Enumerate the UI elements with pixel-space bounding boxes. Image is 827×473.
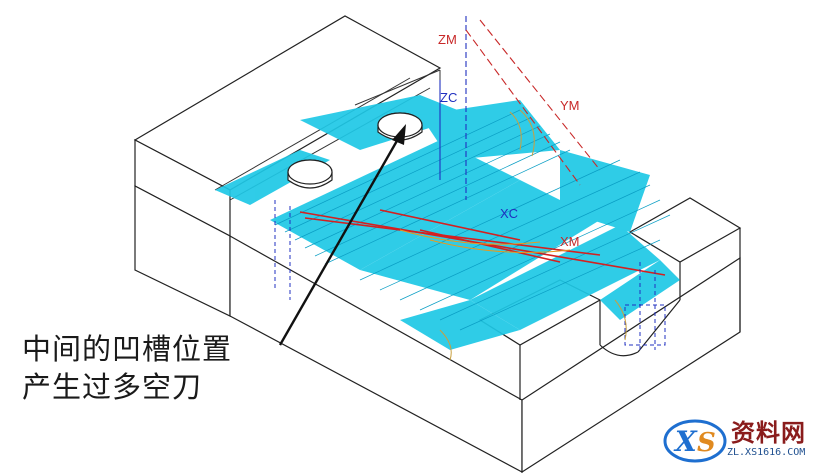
axis-label-zm: ZM bbox=[438, 32, 457, 47]
axis-label-xc: XC bbox=[500, 206, 518, 221]
watermark-title: 资料网 bbox=[731, 419, 806, 447]
watermark: X S 资料网 ZL.XS1616.COM bbox=[661, 411, 821, 469]
callout-text: 中间的凹槽位置 产生过多空刀 bbox=[22, 330, 322, 406]
workpiece-block bbox=[133, 15, 742, 473]
axis-label-xm: XM bbox=[560, 234, 580, 249]
axis-label-zc: ZC bbox=[440, 90, 457, 105]
callout-arrow bbox=[278, 124, 406, 346]
axis-label-ym: YM bbox=[560, 98, 580, 113]
coordinate-axes bbox=[439, 16, 601, 200]
svg-text:X: X bbox=[673, 425, 698, 458]
callout-line-2: 产生过多空刀 bbox=[22, 370, 203, 404]
toolpath-lines bbox=[274, 109, 671, 331]
watermark-url: ZL.XS1616.COM bbox=[727, 447, 806, 458]
cut-path-orange bbox=[399, 229, 571, 253]
logo-icon: X S bbox=[663, 419, 727, 463]
boundary-dashes bbox=[274, 200, 666, 350]
tool-end-marks bbox=[439, 109, 627, 361]
callout-line-1: 中间的凹槽位置 bbox=[22, 332, 233, 366]
svg-text:S: S bbox=[697, 428, 716, 458]
